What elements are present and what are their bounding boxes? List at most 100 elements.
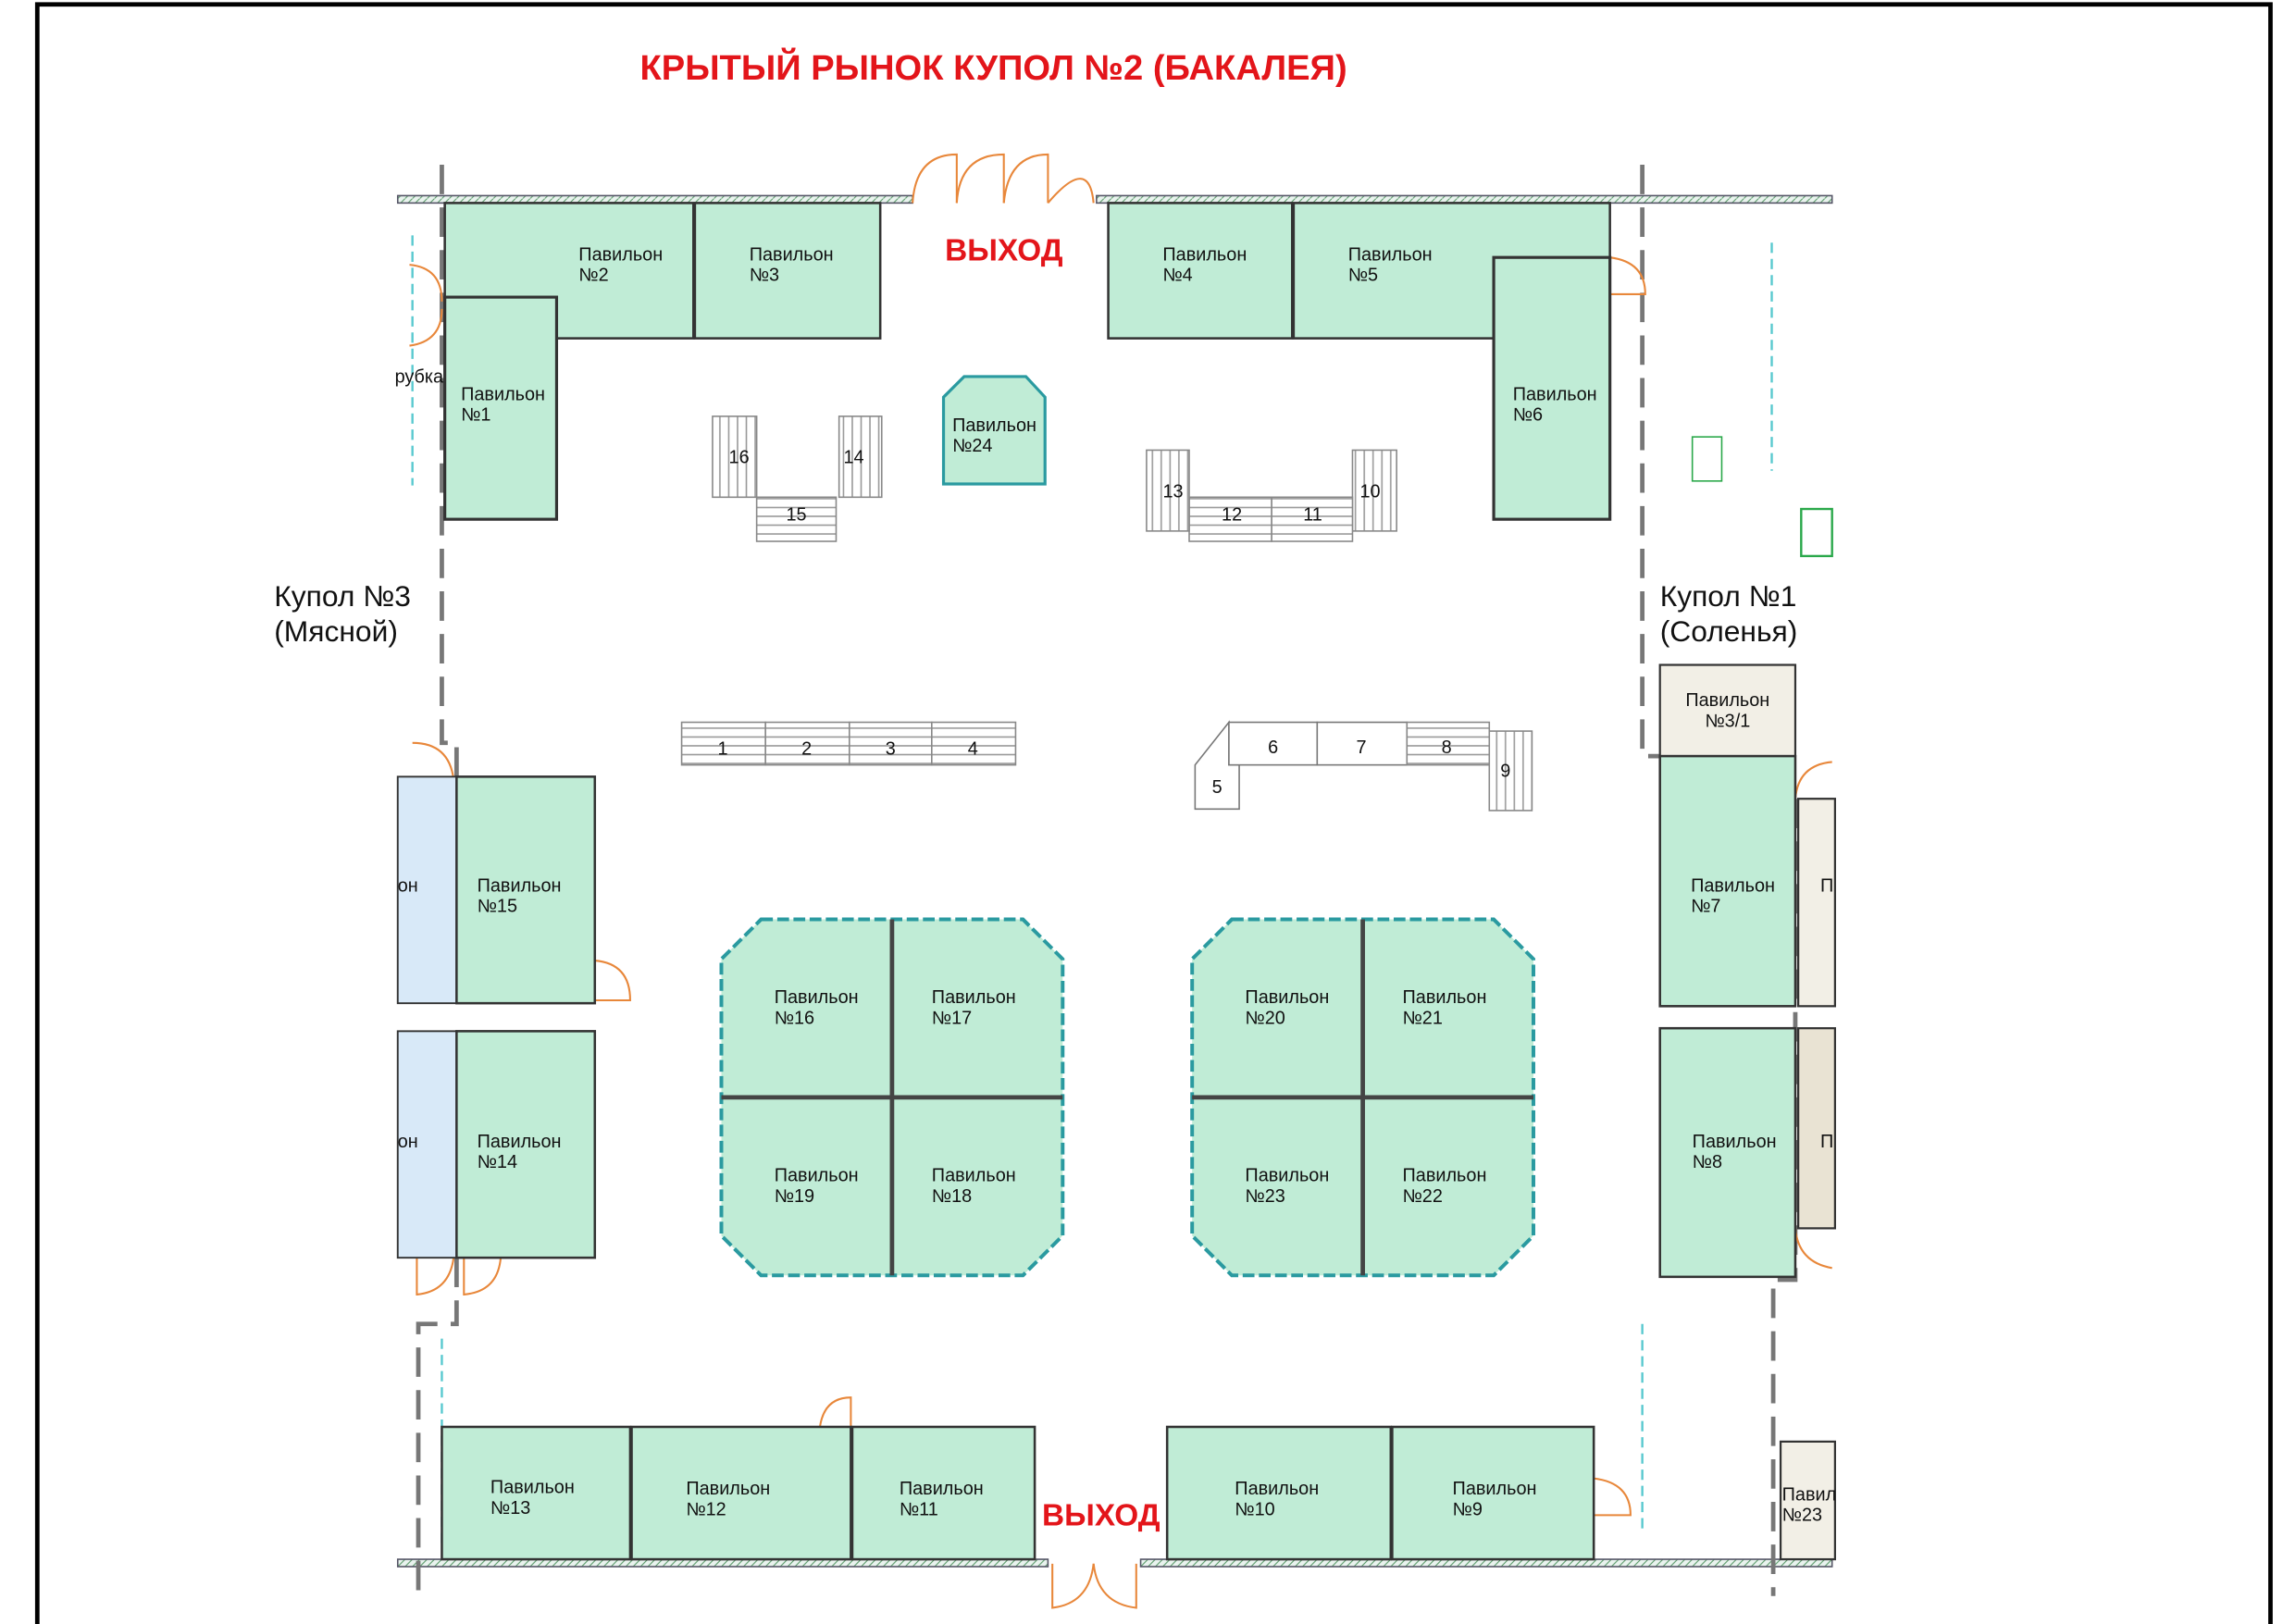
dome-label-left: Купол №3(Мясной) [274, 579, 411, 648]
neighbor-pavilion-left-lower[interactable] [396, 1030, 458, 1259]
partial-label: П [1820, 1132, 1833, 1152]
neighbor-pavilion-right-lower[interactable] [1797, 1027, 1836, 1230]
stall-4[interactable]: 4 [931, 721, 1017, 766]
page-frame [34, 2, 2273, 1624]
stairs-icon [1800, 507, 1833, 558]
stall-10[interactable]: 10 [1351, 449, 1397, 532]
svg-text:2: 2 [801, 739, 812, 760]
door[interactable] [594, 960, 631, 1002]
neighbor-pavilion-right-upper[interactable] [1797, 798, 1836, 1008]
stall-13[interactable]: 13 [1146, 449, 1190, 532]
stall-11[interactable]: 11 [1271, 496, 1354, 542]
svg-text:3: 3 [886, 739, 896, 760]
partial-label: он [398, 1132, 418, 1152]
svg-text:11: 11 [1303, 505, 1322, 526]
door[interactable] [1594, 1477, 1632, 1517]
stall-12[interactable]: 12 [1188, 496, 1272, 542]
door[interactable] [409, 264, 443, 347]
svg-text:13: 13 [1162, 481, 1183, 502]
door[interactable] [818, 1396, 852, 1428]
svg-text:7: 7 [1356, 738, 1366, 758]
door[interactable] [1793, 761, 1832, 800]
svg-text:12: 12 [1222, 505, 1242, 526]
svg-text:14: 14 [844, 448, 864, 468]
stall-7[interactable]: 7 [1316, 721, 1409, 766]
svg-text:16: 16 [729, 448, 750, 468]
door[interactable] [1609, 256, 1646, 295]
svg-text:9: 9 [1500, 761, 1510, 781]
stall-16[interactable]: 16 [712, 415, 758, 499]
stall-14[interactable]: 14 [838, 415, 883, 499]
stall-1[interactable]: 1 [680, 721, 766, 766]
exit-doors-bottom[interactable] [1051, 1563, 1137, 1609]
dome-boundary-left-lower [416, 1258, 459, 1596]
dome-boundary-right [1640, 165, 1660, 759]
stall-3[interactable]: 3 [849, 721, 933, 766]
svg-text:4: 4 [968, 739, 978, 760]
svg-text:10: 10 [1359, 481, 1380, 502]
exit-doors-top[interactable] [912, 153, 1095, 205]
door[interactable] [463, 1258, 503, 1296]
door[interactable] [1793, 1228, 1832, 1270]
svg-text:8: 8 [1442, 738, 1452, 758]
door[interactable] [416, 1258, 455, 1296]
dome-boundary-left [440, 165, 459, 777]
neighbor-pavilion-23[interactable] [1779, 1440, 1836, 1561]
stall-8[interactable]: 8 [1406, 721, 1491, 766]
svg-text:5: 5 [1212, 777, 1222, 798]
stall-9[interactable]: 9 [1488, 730, 1533, 812]
stall-6[interactable]: 6 [1228, 721, 1319, 766]
svg-text:1: 1 [718, 739, 728, 760]
neighbor-pavilion-left-upper[interactable] [396, 775, 458, 1005]
stall-2[interactable]: 2 [764, 721, 850, 766]
dome-label-right: Купол №1(Соленья) [1660, 579, 1798, 648]
partial-label: он [398, 875, 418, 896]
door[interactable] [412, 741, 455, 781]
stall-15[interactable]: 15 [755, 496, 838, 542]
